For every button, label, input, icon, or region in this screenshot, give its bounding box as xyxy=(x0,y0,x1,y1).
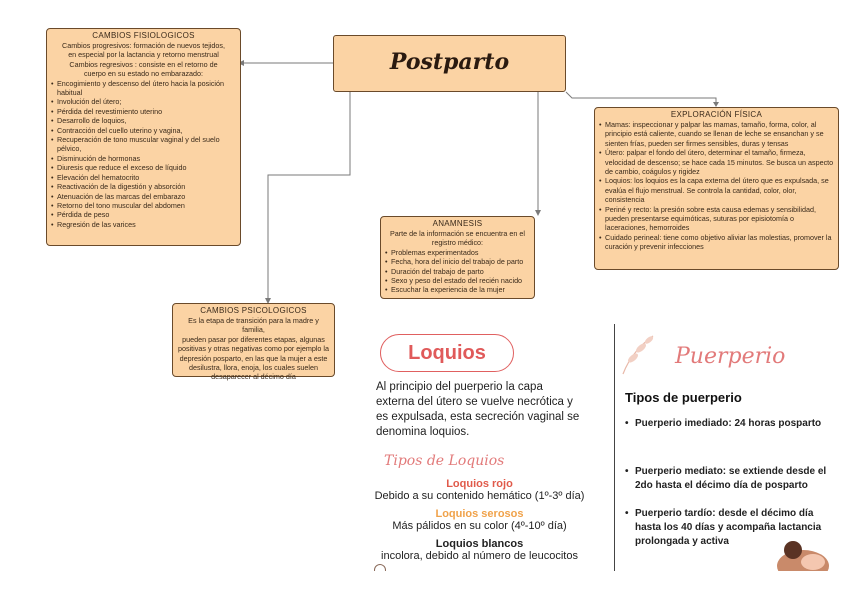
psicologicos-title: CAMBIOS PSICOLOGICOS xyxy=(173,306,334,315)
decorative-leaves xyxy=(619,328,679,378)
connector-root-psicologicos xyxy=(268,92,350,300)
arrow-anamnesis xyxy=(535,210,541,216)
exploracion-item: Útero: palpar el fondo del útero, determ… xyxy=(599,148,834,176)
fisiologicos-item: Elevación del hematocrito xyxy=(51,173,236,182)
anamnesis-item: Sexo y peso del estado del recién nacido xyxy=(385,276,530,285)
exploracion-node: EXPLORACIÓN FÍSICA Mamas: inspeccionar y… xyxy=(594,107,839,270)
anamnesis-list: Problemas experimentados Fecha, hora del… xyxy=(381,248,534,295)
loquios-type-desc: incolora, debido al número de leucocitos xyxy=(370,550,589,562)
anamnesis-title: ANAMNESIS xyxy=(381,219,534,228)
fisiologicos-item: Recuperación de tono muscular vaginal y … xyxy=(51,135,236,154)
exploracion-item: Periné y recto: la presión sobre esta ca… xyxy=(599,205,834,233)
decorative-mother-illustration xyxy=(773,536,830,571)
exploracion-item: Cuidado perineal: tiene como objetivo al… xyxy=(599,233,834,252)
loquios-intro: Al principio del puerperio la capa exter… xyxy=(376,380,581,440)
anamnesis-item: Fecha, hora del inicio del trabajo de pa… xyxy=(385,257,530,266)
fisiologicos-item: Pérdida de peso xyxy=(51,210,236,219)
psicologicos-line: Es la etapa de transición para la madre … xyxy=(177,316,330,335)
decorative-circle xyxy=(374,564,386,571)
loquios-card: Loquios Al principio del puerperio la ca… xyxy=(370,324,589,571)
fisiologicos-item: Regresión de las varices xyxy=(51,220,236,229)
psicologicos-line: depresión posparto, en las que la mujer … xyxy=(177,354,330,363)
puerperio-item: Puerperio imediado: 24 horas posparto xyxy=(625,417,830,431)
puerperio-item: Puerperio mediato: se extiende desde el … xyxy=(625,465,830,493)
fisiologicos-title: CAMBIOS FISIOLOGICOS xyxy=(47,31,240,40)
anamnesis-item: Escuchar la experiencia de la mujer xyxy=(385,285,530,294)
anamnesis-node: ANAMNESIS Parte de la información se enc… xyxy=(380,216,535,299)
fisiologicos-item: Atenuación de las marcas del embarazo xyxy=(51,192,236,201)
fisiologicos-item: Reactivación de la digestión y absorción xyxy=(51,182,236,191)
loquios-type-name: Loquios blancos xyxy=(370,538,589,550)
anamnesis-item: Duración del trabajo de parto xyxy=(385,267,530,276)
fisiologicos-list: Encogimiento y descenso del útero hacia … xyxy=(47,79,240,230)
fisiologicos-intro-line: Cambios progresivos: formación de nuevos… xyxy=(51,41,236,50)
root-title: Postparto xyxy=(334,49,565,75)
puerperio-subtitle: Tipos de puerperio xyxy=(625,390,742,405)
fisiologicos-item: Involución del útero; xyxy=(51,97,236,106)
psicologicos-node: CAMBIOS PSICOLOGICOS Es la etapa de tran… xyxy=(172,303,335,377)
connector-root-exploracion xyxy=(566,92,716,104)
exploracion-item: Loquios: los loquios es la capa externa … xyxy=(599,176,834,204)
loquios-type-desc: Debido a su contenido hemático (1º-3º dí… xyxy=(370,490,589,502)
loquios-title: Loquios xyxy=(380,342,514,365)
anamnesis-intro-line: registro médico: xyxy=(385,238,530,247)
fisiologicos-intro-line: cuerpo en su estado no embarazado: xyxy=(51,69,236,78)
psicologicos-line: positivas y otras negativas como por eje… xyxy=(177,344,330,353)
loquios-type-blancos: Loquios blancos incolora, debido al núme… xyxy=(370,538,589,562)
anamnesis-item: Problemas experimentados xyxy=(385,248,530,257)
fisiologicos-item: Disminución de hormonas xyxy=(51,154,236,163)
loquios-type-rojo: Loquios rojo Debido a su contenido hemát… xyxy=(370,478,589,502)
psicologicos-line: desilustra, llora, enoja, los cuales sue… xyxy=(177,363,330,372)
exploracion-title: EXPLORACIÓN FÍSICA xyxy=(595,110,838,119)
loquios-type-name: Loquios serosos xyxy=(370,508,589,520)
loquios-type-desc: Más pálidos en su color (4º-10º día) xyxy=(370,520,589,532)
psicologicos-line: pueden pasar por diferentes etapas, algu… xyxy=(177,335,330,344)
puerperio-card: Puerperio Tipos de puerperio Puerperio i… xyxy=(614,324,830,571)
puerperio-title: Puerperio xyxy=(675,344,785,369)
exploracion-list: Mamas: inspeccionar y palpar las mamas, … xyxy=(595,120,838,252)
fisiologicos-item: Retorno del tono muscular del abdomen xyxy=(51,201,236,210)
fisiologicos-item: Encogimiento y descenso del útero hacia … xyxy=(51,79,236,98)
fisiologicos-item: Pérdida del revestimiento uterino xyxy=(51,107,236,116)
fisiologicos-intro-line: Cambios regresivos : consiste en el reto… xyxy=(51,60,236,69)
fisiologicos-intro: Cambios progresivos: formación de nuevos… xyxy=(47,41,240,79)
psicologicos-line: desaparecer al décimo día xyxy=(177,372,330,381)
loquios-type-name: Loquios rojo xyxy=(370,478,589,490)
psicologicos-text: Es la etapa de transición para la madre … xyxy=(173,316,334,382)
fisiologicos-intro-line: en especial por la lactancia y retorno m… xyxy=(51,50,236,59)
root-node: Postparto xyxy=(333,35,566,92)
exploracion-item: Mamas: inspeccionar y palpar las mamas, … xyxy=(599,120,834,148)
anamnesis-intro: Parte de la información se encuentra en … xyxy=(381,229,534,248)
anamnesis-intro-line: Parte de la información se encuentra en … xyxy=(385,229,530,238)
fisiologicos-item: Diuresis que reduce el exceso de líquido xyxy=(51,163,236,172)
fisiologicos-node: CAMBIOS FISIOLOGICOS Cambios progresivos… xyxy=(46,28,241,246)
loquios-type-serosos: Loquios serosos Más pálidos en su color … xyxy=(370,508,589,532)
fisiologicos-item: Desarrollo de loquios, xyxy=(51,116,236,125)
fisiologicos-item: Contracción del cuello uterino y vagina, xyxy=(51,126,236,135)
loquios-subtitle: Tipos de Loquios xyxy=(384,453,504,469)
